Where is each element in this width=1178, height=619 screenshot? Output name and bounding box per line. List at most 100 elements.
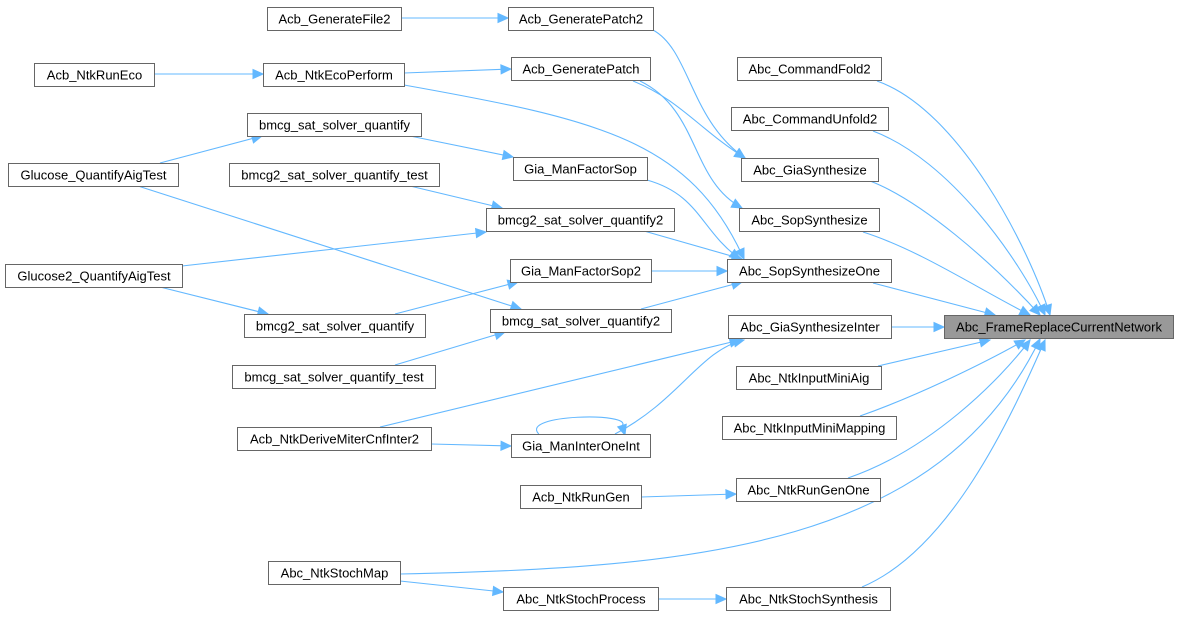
node-label[interactable]: Acb_NtkRunGen — [532, 490, 630, 505]
node-box[interactable] — [267, 7, 402, 31]
edge-arrowhead — [933, 321, 946, 333]
node-label[interactable]: Gia_ManInterOneInt — [522, 439, 640, 454]
node-box[interactable] — [726, 587, 891, 611]
node-label[interactable]: Gia_ManFactorSop — [524, 162, 637, 177]
node-box[interactable] — [511, 57, 651, 81]
node-box[interactable] — [232, 365, 436, 389]
node-label[interactable]: Abc_GiaSynthesizeInter — [740, 320, 880, 335]
node-label[interactable]: Glucose2_QuantifyAigTest — [17, 269, 171, 284]
node-label[interactable]: Acb_GeneratePatch2 — [519, 12, 643, 27]
node-bmcg2-sat-solver-quantify[interactable]: bmcg2_sat_solver_quantify — [244, 314, 426, 338]
node-label[interactable]: Abc_FrameReplaceCurrentNetwork — [956, 320, 1162, 335]
node-box[interactable] — [510, 259, 652, 283]
node-abc-command-fold2[interactable]: Abc_CommandFold2 — [737, 57, 882, 81]
node-label[interactable]: Acb_GeneratePatch — [522, 62, 639, 77]
node-abc-sop-synthesize-one[interactable]: Abc_SopSynthesizeOne — [727, 259, 892, 283]
node-gia-man-factor-sop2[interactable]: Gia_ManFactorSop2 — [510, 259, 652, 283]
node-acb-ntk-run-eco[interactable]: Acb_NtkRunEco — [34, 63, 155, 87]
node-label[interactable]: Abc_GiaSynthesize — [753, 163, 866, 178]
node-label[interactable]: Glucose_QuantifyAigTest — [21, 168, 167, 183]
node-box[interactable] — [8, 163, 179, 187]
node-acb-ntk-derive-miter-cnf-inter2[interactable]: Acb_NtkDeriveMiterCnfInter2 — [237, 427, 432, 451]
node-abc-ntk-run-gen-one[interactable]: Abc_NtkRunGenOne — [736, 478, 881, 502]
node-bmcg2-sat-solver-quantify-test[interactable]: bmcg2_sat_solver_quantify_test — [229, 163, 440, 187]
node-abc-sop-synthesize[interactable]: Abc_SopSynthesize — [739, 208, 880, 232]
node-box[interactable] — [34, 63, 155, 87]
node-abc-ntk-input-mini-mapping[interactable]: Abc_NtkInputMiniMapping — [722, 416, 897, 440]
node-box[interactable] — [736, 478, 881, 502]
edge-line — [643, 230, 743, 260]
node-box[interactable] — [229, 163, 440, 187]
node-glucose-quantify-aig-test[interactable]: Glucose_QuantifyAigTest — [8, 163, 179, 187]
node-box[interactable] — [520, 485, 642, 509]
node-gia-man-factor-sop[interactable]: Gia_ManFactorSop — [513, 157, 648, 181]
node-label[interactable]: Abc_CommandFold2 — [748, 62, 870, 77]
edge-line — [137, 185, 522, 310]
node-box[interactable] — [263, 63, 405, 87]
node-label[interactable]: bmcg_sat_solver_quantify — [259, 118, 411, 133]
edge-line — [640, 493, 737, 498]
node-label[interactable]: bmcg2_sat_solver_quantify — [256, 319, 415, 334]
node-box[interactable] — [728, 315, 892, 339]
node-label[interactable]: Abc_NtkRunGenOne — [747, 483, 869, 498]
node-box[interactable] — [737, 57, 882, 81]
node-label[interactable]: Acb_NtkDeriveMiterCnfInter2 — [250, 432, 419, 447]
node-label[interactable]: Abc_SopSynthesizeOne — [739, 264, 880, 279]
node-gia-man-inter-one-int[interactable]: Gia_ManInterOneInt — [511, 434, 651, 458]
node-box[interactable] — [944, 315, 1174, 339]
node-glucose2-quantify-aig-test[interactable]: Glucose2_QuantifyAigTest — [5, 264, 183, 288]
node-acb-ntk-run-gen[interactable]: Acb_NtkRunGen — [520, 485, 642, 509]
node-abc-ntk-stoch-process[interactable]: Abc_NtkStochProcess — [503, 587, 659, 611]
node-box[interactable] — [490, 309, 672, 333]
node-box[interactable] — [247, 113, 422, 137]
node-acb-generate-file2[interactable]: Acb_GenerateFile2 — [267, 7, 402, 31]
node-box[interactable] — [741, 158, 879, 182]
edge-arrowhead — [501, 149, 515, 161]
node-label[interactable]: bmcg2_sat_solver_quantify_test — [241, 168, 428, 183]
node-abc-gia-synthesize[interactable]: Abc_GiaSynthesize — [741, 158, 879, 182]
node-acb-generate-patch2[interactable]: Acb_GeneratePatch2 — [508, 7, 654, 31]
node-abc-frame-replace-current-network[interactable]: Abc_FrameReplaceCurrentNetwork — [944, 315, 1174, 339]
node-abc-command-unfold2[interactable]: Abc_CommandUnfold2 — [731, 107, 889, 131]
node-acb-ntk-eco-perform[interactable]: Acb_NtkEcoPerform — [263, 63, 405, 87]
node-box[interactable] — [508, 7, 654, 31]
node-box[interactable] — [731, 107, 889, 131]
edge-acb-generate-patch2-to-abc-gia-synthesize — [652, 29, 747, 159]
node-box[interactable] — [486, 208, 675, 232]
node-abc-ntk-input-mini-aig[interactable]: Abc_NtkInputMiniAig — [736, 366, 882, 390]
node-label[interactable]: Abc_NtkInputMiniAig — [749, 371, 870, 386]
node-abc-gia-synthesize-inter[interactable]: Abc_GiaSynthesizeInter — [728, 315, 892, 339]
node-box[interactable] — [736, 366, 882, 390]
node-box[interactable] — [511, 434, 651, 458]
node-box[interactable] — [237, 427, 432, 451]
node-label[interactable]: bmcg_sat_solver_quantify_test — [244, 370, 424, 385]
node-label[interactable]: Abc_NtkStochMap — [281, 566, 389, 581]
node-box[interactable] — [722, 416, 897, 440]
node-label[interactable]: Acb_GenerateFile2 — [278, 12, 390, 27]
node-bmcg-sat-solver-quantify[interactable]: bmcg_sat_solver_quantify — [247, 113, 422, 137]
node-label[interactable]: Abc_SopSynthesize — [751, 213, 867, 228]
node-abc-ntk-stoch-map[interactable]: Abc_NtkStochMap — [268, 561, 401, 585]
node-label[interactable]: Abc_NtkInputMiniMapping — [734, 421, 886, 436]
node-label[interactable]: Gia_ManFactorSop2 — [521, 264, 641, 279]
node-box[interactable] — [513, 157, 648, 181]
node-abc-ntk-stoch-synthesis[interactable]: Abc_NtkStochSynthesis — [726, 587, 891, 611]
node-bmcg2-sat-solver-quantify2[interactable]: bmcg2_sat_solver_quantify2 — [486, 208, 675, 232]
node-label[interactable]: Abc_NtkStochProcess — [516, 592, 646, 607]
node-label[interactable]: Abc_CommandUnfold2 — [743, 112, 877, 127]
edge-abc-gia-synthesize-to-abc-frame-replace-current-network — [869, 180, 1041, 316]
node-box[interactable] — [244, 314, 426, 338]
node-bmcg-sat-solver-quantify2[interactable]: bmcg_sat_solver_quantify2 — [490, 309, 672, 333]
node-bmcg-sat-solver-quantify-test[interactable]: bmcg_sat_solver_quantify_test — [232, 365, 436, 389]
node-box[interactable] — [739, 208, 880, 232]
node-box[interactable] — [503, 587, 659, 611]
node-box[interactable] — [727, 259, 892, 283]
node-label[interactable]: Abc_NtkStochSynthesis — [739, 592, 878, 607]
node-acb-generate-patch[interactable]: Acb_GeneratePatch — [511, 57, 651, 81]
node-box[interactable] — [5, 264, 183, 288]
node-box[interactable] — [268, 561, 401, 585]
node-label[interactable]: bmcg_sat_solver_quantify2 — [502, 314, 660, 329]
node-label[interactable]: Acb_NtkEcoPerform — [275, 68, 393, 83]
node-label[interactable]: bmcg2_sat_solver_quantify2 — [498, 213, 664, 228]
node-label[interactable]: Acb_NtkRunEco — [47, 68, 142, 83]
